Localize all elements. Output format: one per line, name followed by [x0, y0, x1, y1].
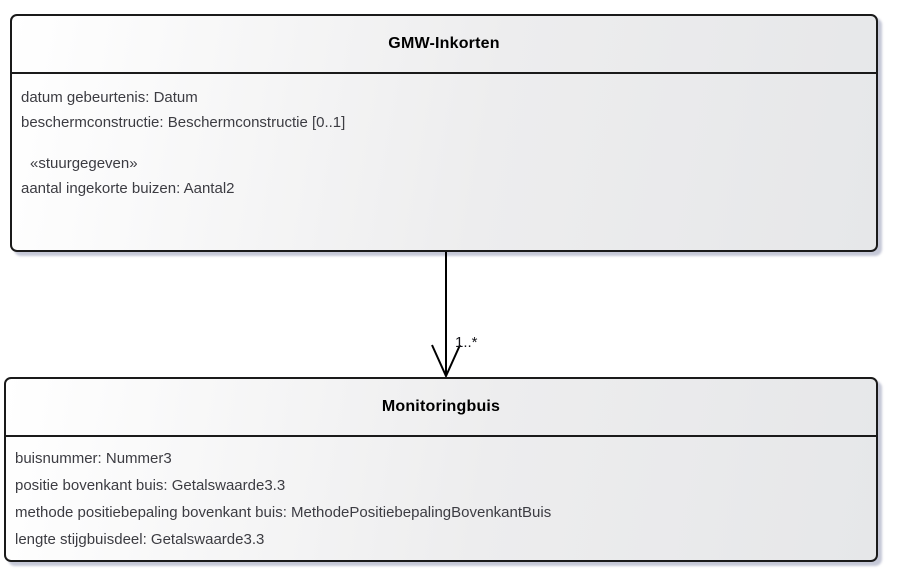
class-box-gmw-inkorten[interactable]: GMW-Inkorten datum gebeurtenis: Datum be…	[10, 14, 878, 252]
attribute-lengte-stijgbuisdeel: lengte stijgbuisdeel: Getalswaarde3.3	[15, 531, 265, 548]
attribute-positie-bovenkant-buis: positie bovenkant buis: Getalswaarde3.3	[15, 477, 286, 494]
attribute-methode-positiebepaling: methode positiebepaling bovenkant buis: …	[15, 504, 552, 521]
attribute-beschermconstructie: beschermconstructie: Beschermconstructie…	[21, 114, 346, 131]
attribute-datum-gebeurtenis: datum gebeurtenis: Datum	[21, 89, 198, 106]
class-title-monitoringbuis: Monitoringbuis	[6, 379, 876, 437]
attribute-aantal-ingekorte-buizen: aantal ingekorte buizen: Aantal2	[21, 180, 235, 197]
class-title-gmw-inkorten: GMW-Inkorten	[12, 16, 876, 74]
class-attributes-monitoringbuis: buisnummer: Nummer3 positie bovenkant bu…	[6, 437, 876, 553]
multiplicity-label: 1..*	[455, 334, 478, 351]
class-attributes-gmw-inkorten: datum gebeurtenis: Datum beschermconstru…	[12, 74, 876, 201]
attribute-buisnummer: buisnummer: Nummer3	[15, 450, 172, 467]
arrowhead-icon	[431, 344, 461, 378]
class-box-monitoringbuis[interactable]: Monitoringbuis buisnummer: Nummer3 posit…	[4, 377, 878, 562]
stereotype-stuurgegeven: «stuurgegeven»	[30, 155, 138, 172]
association-arrow[interactable]	[400, 251, 520, 378]
